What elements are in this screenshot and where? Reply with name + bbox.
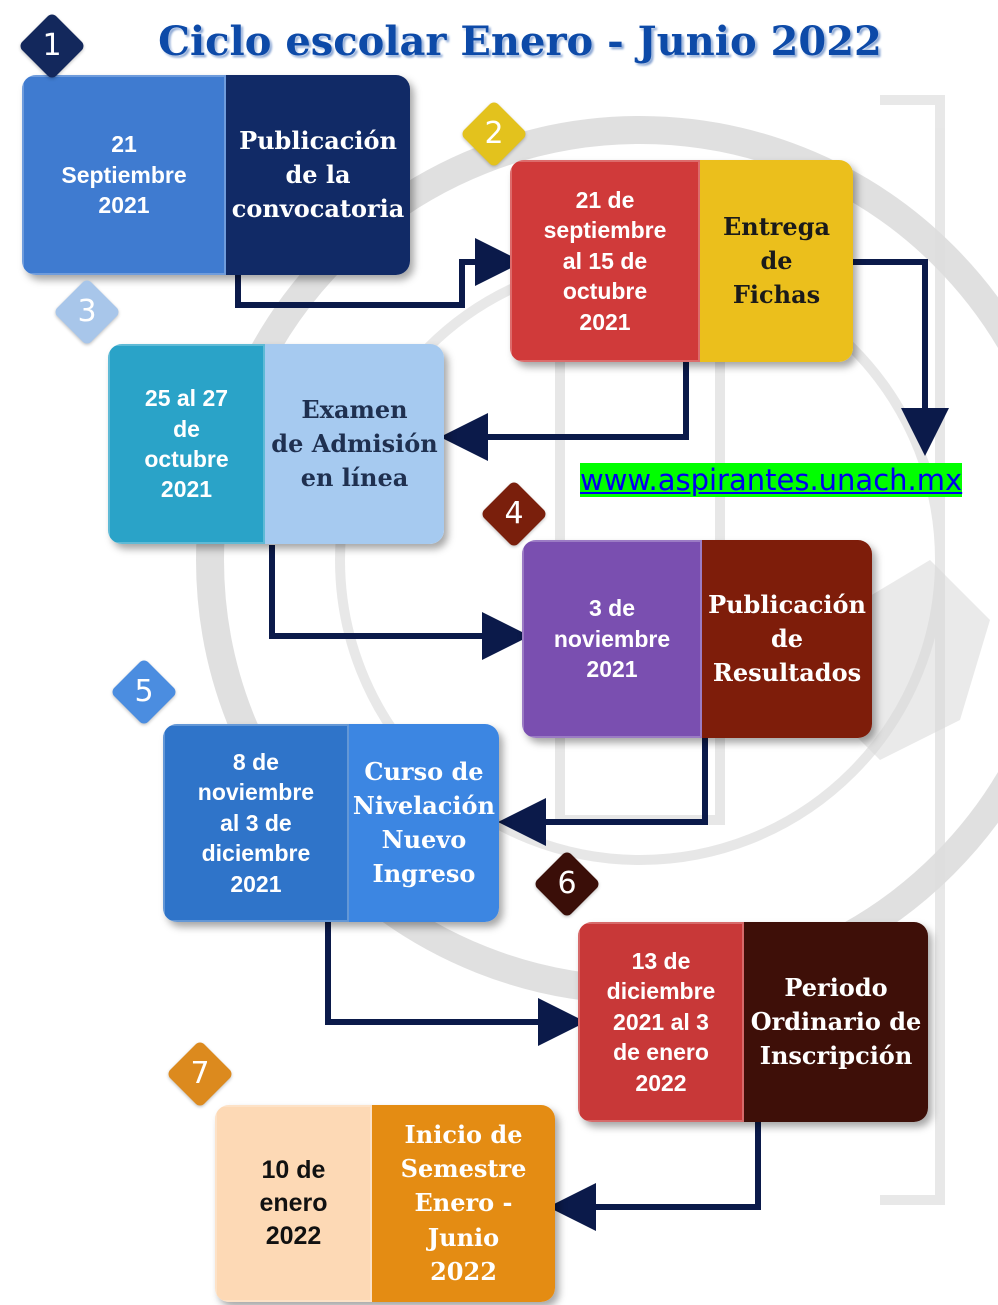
step-6-number: 6	[557, 866, 577, 901]
step-7-description: Inicio de Semestre Enero - Junio 2022	[372, 1105, 555, 1302]
step-7-number: 7	[190, 1056, 210, 1091]
step-3-description: Examen de Admisión en línea	[265, 344, 444, 544]
step-4-number: 4	[504, 496, 524, 531]
step-4-date: 3 de noviembre 2021	[522, 540, 702, 738]
step-1-date: 21 Septiembre 2021	[22, 75, 226, 275]
step-2-date: 21 de septiembre al 15 de octubre 2021	[510, 160, 700, 362]
step-5-card: 8 de noviembre al 3 de diciembre 2021 Cu…	[163, 724, 499, 922]
step-4-card: 3 de noviembre 2021 Publicación de Resul…	[522, 540, 872, 738]
step-6-card: 13 de diciembre 2021 al 3 de enero 2022 …	[578, 922, 928, 1122]
step-5-date: 8 de noviembre al 3 de diciembre 2021	[163, 724, 349, 922]
step-7-date: 10 de enero 2022	[215, 1105, 372, 1302]
step-7-card: 10 de enero 2022 Inicio de Semestre Ener…	[215, 1105, 555, 1302]
step-5-description: Curso de Nivelación Nuevo Ingreso	[348, 724, 499, 922]
step-3-card: 25 al 27 de octubre 2021 Examen de Admis…	[108, 344, 444, 544]
step-6-description: Periodo Ordinario de Inscripción	[744, 922, 928, 1122]
step-5-number: 5	[134, 674, 154, 709]
step-1-number: 1	[42, 28, 62, 63]
step-2-card: 21 de septiembre al 15 de octubre 2021 E…	[510, 160, 853, 362]
step-3-number: 3	[77, 294, 97, 329]
step-1-card: 21 Septiembre 2021 Publicación de la con…	[22, 75, 410, 275]
page-title: Ciclo escolar Enero - Junio 2022	[158, 18, 882, 65]
step-4-description: Publicación de Resultados	[702, 540, 872, 738]
step-6-date: 13 de diciembre 2021 al 3 de enero 2022	[578, 922, 744, 1122]
step-2-number: 2	[484, 116, 504, 151]
step-2-description: Entrega de Fichas	[700, 160, 853, 362]
step-1-description: Publicación de la convocatoria	[226, 75, 410, 275]
aspirantes-website-link[interactable]: www.aspirantes.unach.mx	[580, 463, 963, 497]
step-3-date: 25 al 27 de octubre 2021	[108, 344, 265, 544]
